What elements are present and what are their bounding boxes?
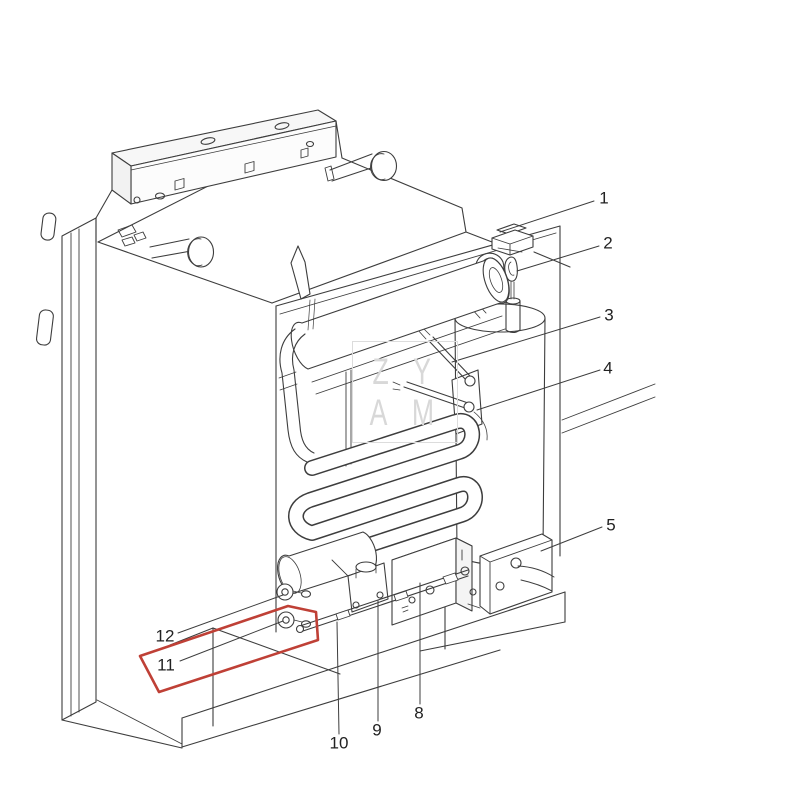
part-1-clip [491,223,534,256]
handle-left [121,231,215,268]
absorber-coil [288,413,483,552]
callout-label-5: 5 [606,515,616,535]
handle-right [324,150,398,182]
callout-label-9: 9 [372,720,382,740]
part-11-screw [277,611,312,629]
callout-label-4: 4 [603,358,613,378]
part-2-pin [504,256,518,282]
callout-label-12: 12 [155,626,175,646]
callout-label-8: 8 [414,703,424,723]
cabinet-outline [35,120,656,749]
highlight-region-outline [138,604,320,694]
callout-label-10: 10 [329,733,349,753]
gas-valve [331,559,389,613]
part-5-bracket [460,533,553,615]
callout-label-11: 11 [157,655,175,675]
tank [290,245,510,395]
callout-label-2: 2 [603,233,613,253]
pipe-loop [278,328,352,467]
callout-label-1: 1 [599,188,609,208]
burner-housing [391,537,541,626]
callout-label-3: 3 [604,305,614,325]
leader-lines [177,200,603,735]
mounting-rail [111,109,337,238]
gas-pipe [295,569,469,634]
